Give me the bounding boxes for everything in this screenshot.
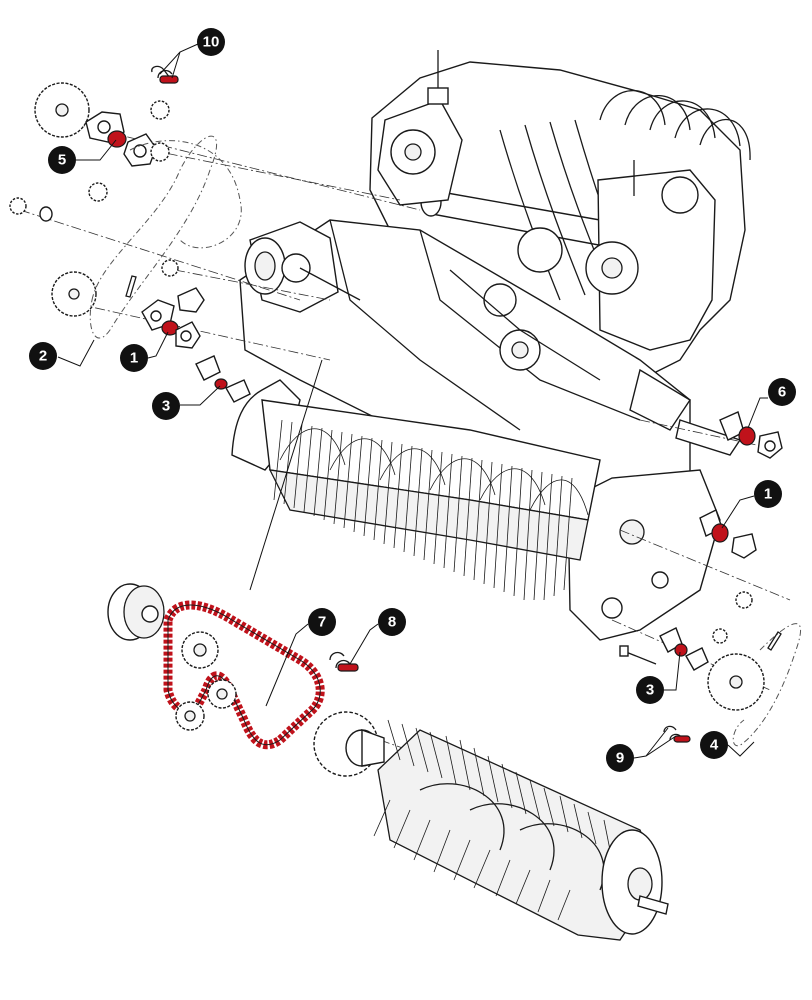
- main-frame-assembly: [231, 50, 751, 641]
- connector-link-item-9: [663, 725, 691, 743]
- svg-text:5: 5: [58, 152, 66, 169]
- callout-item-1-right: 1: [754, 480, 782, 508]
- svg-text:9: 9: [616, 750, 624, 767]
- right-drive-parts: [619, 411, 801, 747]
- svg-text:7: 7: [318, 614, 326, 631]
- callout-item-9: 9: [606, 744, 634, 772]
- bearing-item-1-left: [161, 320, 179, 336]
- svg-text:10: 10: [203, 34, 220, 51]
- sprocket-large-middle: [51, 271, 97, 317]
- callout-item-4: 4: [700, 731, 728, 759]
- bearing-item-5: [107, 130, 127, 148]
- callout-item-5: 5: [48, 146, 76, 174]
- spring-right: [767, 631, 782, 651]
- leader-lines: [57, 43, 768, 759]
- svg-text:4: 4: [710, 737, 719, 754]
- svg-text:6: 6: [778, 384, 786, 401]
- callout-item-8: 8: [378, 608, 406, 636]
- callout-item-7: 7: [308, 608, 336, 636]
- connector-link-item-8: [329, 651, 359, 672]
- left-drive-parts: [9, 65, 251, 403]
- pickup-tines: [273, 419, 573, 601]
- sprocket-large-right: [707, 653, 765, 711]
- clutch-hub: [107, 583, 165, 641]
- bearing-item-3-right: [674, 643, 688, 657]
- callout-item-3-left: 3: [152, 392, 180, 420]
- callout-item-1-left: 1: [120, 344, 148, 372]
- svg-text:2: 2: [39, 348, 47, 365]
- bearing-item-1-right: [711, 523, 729, 543]
- svg-text:1: 1: [764, 486, 772, 503]
- callout-item-2: 2: [29, 342, 57, 370]
- svg-text:3: 3: [646, 682, 654, 699]
- rotor-sprocket: [313, 711, 385, 777]
- chain-item-2-outline: [89, 135, 218, 339]
- lower-drive-assembly: [107, 583, 669, 941]
- callout-item-10: 10: [197, 28, 225, 56]
- sprocket-large-top: [34, 82, 90, 138]
- callout-item-3-right: 3: [636, 676, 664, 704]
- rotor-assembly: [373, 719, 669, 941]
- spring-left: [125, 275, 137, 298]
- svg-text:1: 1: [130, 350, 138, 367]
- chain-item-4-outline: [732, 623, 801, 747]
- callout-item-6: 6: [768, 378, 796, 406]
- svg-text:8: 8: [388, 614, 396, 631]
- bearing-item-6: [738, 426, 756, 446]
- bearing-item-3-left: [214, 378, 228, 390]
- svg-text:3: 3: [162, 398, 170, 415]
